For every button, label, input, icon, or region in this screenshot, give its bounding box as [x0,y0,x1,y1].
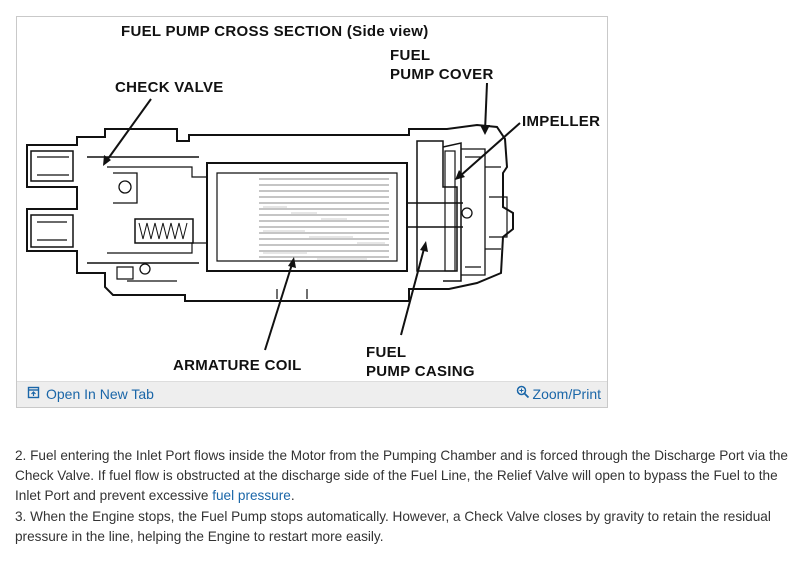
label-impeller: IMPELLER [522,113,600,130]
figure-frame: FUEL PUMP CROSS SECTION (Side view) FUEL… [16,16,608,408]
article-text: 2. Fuel entering the Inlet Port flows in… [15,446,805,547]
label-fuel-pump-cover-line1: FUEL [390,47,430,64]
label-fuel-pump-cover-line2: PUMP COVER [390,66,494,83]
zoom-print-label: Zoom/Print [532,385,601,402]
open-in-new-tab-label: Open In New Tab [46,386,154,402]
diagram-title: FUEL PUMP CROSS SECTION (Side view) [121,23,429,40]
armature-hatch [259,178,389,258]
paragraph-step-3: 3. When the Engine stops, the Fuel Pump … [15,508,771,544]
paragraph-step-2: 2. Fuel entering the Inlet Port flows in… [15,446,805,507]
fuel-pressure-link[interactable]: fuel pressure [212,488,291,504]
label-fuel-pump-casing-line1: FUEL [366,344,406,361]
label-armature-coil: ARMATURE COIL [173,357,302,374]
zoom-print-link[interactable]: Zoom/Print [516,385,601,402]
armature-core-shade [263,206,385,260]
leader-lines [104,82,521,351]
paragraph-step-2-end: . [290,488,295,504]
figure-caption-bar: Open In New Tab Zoom/Print [17,381,607,407]
pump-body [26,123,514,302]
open-new-tab-icon [27,386,40,402]
arrow-heads [103,125,490,268]
label-fuel-pump-casing-line2: PUMP CASING [366,363,475,380]
paragraph-step-2-text: 2. Fuel entering the Inlet Port flows in… [15,448,788,504]
label-check-valve: CHECK VALVE [115,79,224,96]
open-in-new-tab-link[interactable]: Open In New Tab [27,386,154,402]
magnifier-icon [516,385,530,402]
fuel-pump-diagram[interactable]: FUEL PUMP CROSS SECTION (Side view) FUEL… [17,17,607,381]
